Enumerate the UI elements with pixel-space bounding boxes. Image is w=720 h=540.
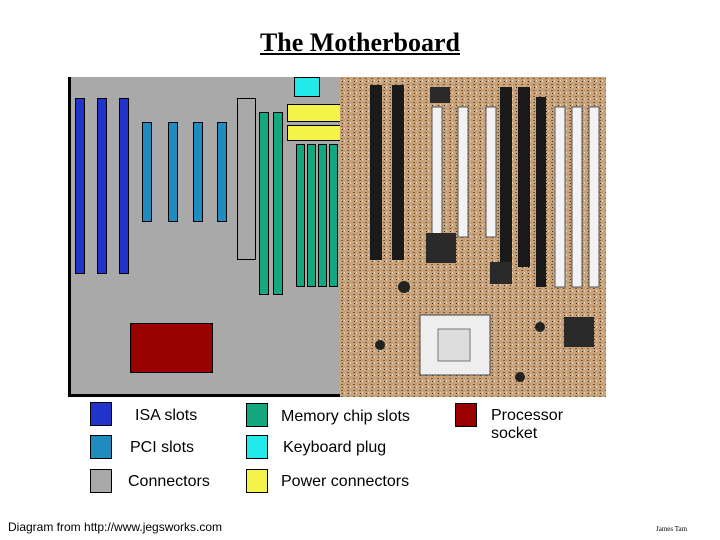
isa-label: ISA slots [135, 407, 198, 424]
motherboard-photo-graphic [340, 77, 606, 397]
page-title: The Motherboard [259, 28, 461, 57]
isa-slot [75, 98, 85, 274]
pci-slot [217, 122, 227, 222]
pci-swatch [90, 435, 112, 459]
power-label: Power connectors [281, 473, 410, 490]
pci-slot [193, 122, 203, 222]
power-swatch [246, 469, 268, 493]
power-connector [287, 125, 341, 141]
memory-slot [329, 144, 338, 287]
source-caption: Diagram from http://www.jegsworks.com [8, 520, 223, 534]
memory-slot [296, 144, 305, 287]
pci-label: PCI slots [130, 439, 195, 456]
keyboard-label: Keyboard plug [283, 439, 387, 456]
processor-label: Processor socket [491, 407, 564, 442]
motherboard-photo [340, 77, 606, 397]
keyboard-plug [294, 77, 320, 97]
isa-slot [119, 98, 129, 274]
isa-swatch [90, 402, 112, 426]
connector [237, 98, 256, 260]
memory-slot [307, 144, 316, 287]
processor-socket [130, 323, 213, 373]
isa-slot [97, 98, 107, 274]
power-connector [287, 104, 341, 122]
motherboard-diagram [68, 77, 341, 397]
pci-slot [142, 122, 152, 222]
memory-slot [259, 112, 269, 295]
processor-swatch [455, 403, 477, 427]
connectors-label: Connectors [128, 473, 210, 490]
memory-label: Memory chip slots [281, 408, 410, 425]
connectors-swatch [90, 469, 112, 493]
pci-slot [168, 122, 178, 222]
memory-slot [273, 112, 283, 295]
author-credit: James Tam [656, 525, 688, 533]
keyboard-swatch [246, 435, 268, 459]
memory-slot [318, 144, 327, 287]
memory-swatch [246, 403, 268, 427]
